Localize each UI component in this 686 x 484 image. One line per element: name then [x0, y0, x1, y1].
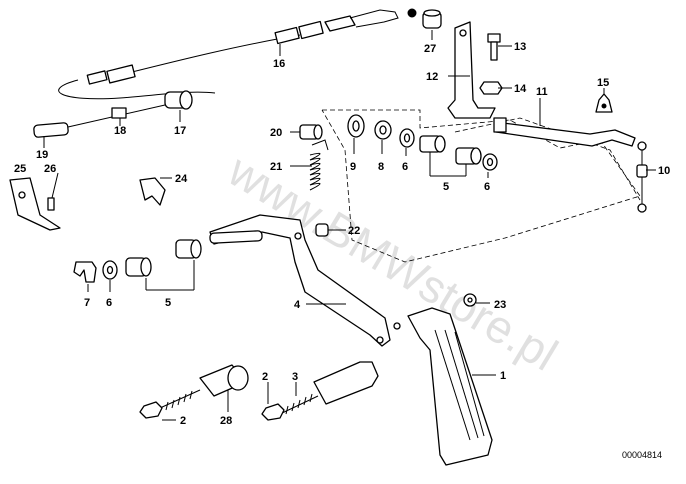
bearing-5-lower-b[interactable]	[175, 239, 202, 259]
washer-6-upper-right[interactable]	[482, 153, 498, 171]
bracket-12[interactable]	[447, 21, 496, 119]
label-18: 18	[114, 125, 126, 137]
bracket-25[interactable]	[9, 177, 61, 231]
label-4: 4	[294, 299, 301, 311]
label-2-right: 2	[262, 371, 268, 383]
label-9: 9	[350, 161, 356, 173]
bearing-5-upper-a[interactable]	[419, 135, 446, 153]
label-25: 25	[14, 163, 26, 175]
stop-3[interactable]	[279, 361, 379, 415]
label-26: 26	[44, 163, 56, 175]
bushing-20[interactable]	[299, 124, 323, 140]
label-2-left: 2	[180, 415, 186, 427]
clip-7[interactable]	[73, 261, 97, 283]
label-1: 1	[500, 370, 506, 382]
rod-10[interactable]	[636, 141, 648, 213]
nut-2-left[interactable]	[139, 401, 163, 419]
label-14: 14	[514, 83, 527, 95]
nut-14[interactable]	[479, 81, 503, 95]
label-6-upper-left: 6	[402, 161, 408, 173]
pedal-lever-4[interactable]	[209, 214, 391, 347]
label-6-lower: 6	[106, 297, 112, 309]
bushing-8[interactable]	[374, 120, 392, 140]
drawing-code: 00004814	[622, 450, 662, 460]
label-16: 16	[273, 58, 285, 70]
assembly-outline	[321, 109, 641, 263]
stop-28[interactable]	[159, 364, 249, 411]
nut-2-right[interactable]	[261, 403, 285, 421]
bearing-5-upper-b[interactable]	[455, 147, 482, 165]
label-20: 20	[270, 127, 282, 139]
label-28: 28	[220, 415, 232, 427]
label-17: 17	[174, 125, 186, 137]
label-7: 7	[84, 297, 90, 309]
grommet-23[interactable]	[463, 293, 477, 307]
label-15: 15	[597, 77, 609, 89]
washer-6-lower[interactable]	[102, 260, 118, 280]
label-13: 13	[514, 41, 526, 53]
label-8: 8	[378, 161, 384, 173]
nut-22[interactable]	[315, 223, 329, 237]
clip-15[interactable]	[595, 93, 613, 113]
accelerator-pedal-1[interactable]	[393, 307, 493, 466]
label-5-upper: 5	[443, 181, 449, 193]
label-22: 22	[348, 225, 360, 237]
label-24: 24	[175, 173, 188, 185]
label-19: 19	[36, 149, 48, 161]
grommet-27[interactable]	[422, 9, 442, 29]
clip-24[interactable]	[139, 177, 166, 206]
label-11: 11	[536, 86, 548, 98]
shaft-11[interactable]	[493, 117, 636, 147]
bolt-26[interactable]	[47, 197, 55, 211]
cable-end-19[interactable]	[33, 104, 166, 138]
sleeve-17[interactable]	[164, 90, 193, 110]
throttle-cable[interactable]	[58, 8, 417, 100]
label-6-upper-right: 6	[484, 181, 490, 193]
label-3: 3	[292, 371, 298, 383]
label-23: 23	[494, 299, 506, 311]
label-5-lower: 5	[165, 297, 171, 309]
leader-lines	[43, 30, 656, 421]
label-10: 10	[658, 165, 670, 177]
watermark: www.BMWstore.pl	[219, 143, 567, 380]
spring-21[interactable]	[309, 139, 329, 191]
label-27: 27	[424, 43, 436, 55]
clamp-18[interactable]	[111, 107, 127, 119]
washer-9[interactable]	[347, 114, 365, 138]
bearing-5-lower-a[interactable]	[125, 257, 152, 277]
label-21: 21	[270, 161, 282, 173]
washer-6-upper-left[interactable]	[399, 128, 415, 148]
bolt-13[interactable]	[487, 33, 501, 61]
label-12: 12	[426, 71, 438, 83]
